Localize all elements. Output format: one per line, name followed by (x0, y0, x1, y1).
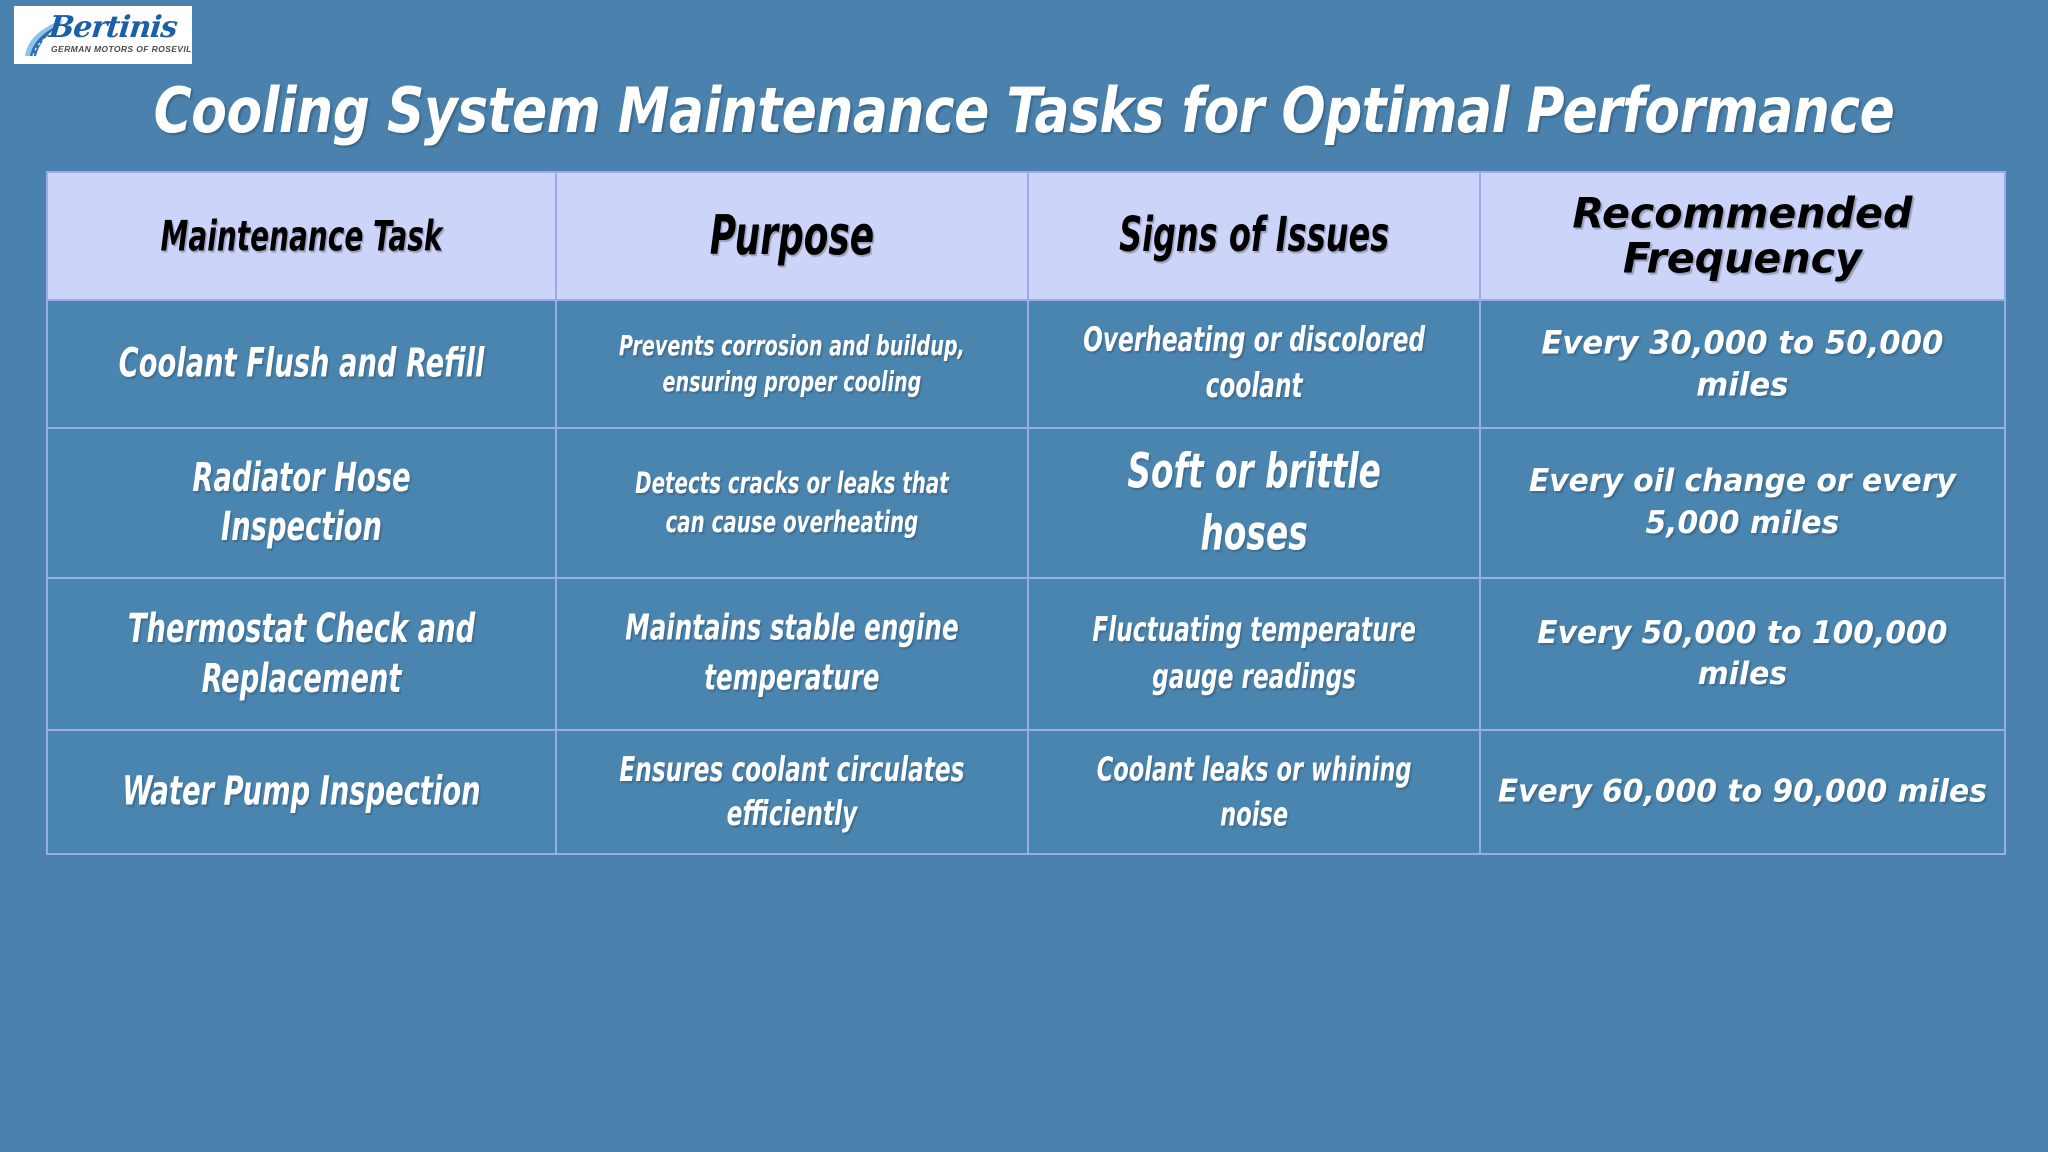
cell-recommended-frequency[interactable]: Every 30,000 to 50,000 miles (1479, 299, 2006, 429)
cell-recommended-frequency[interactable]: Every oil change or every 5,000 miles (1479, 427, 2006, 579)
logo-wordmark: Bertinis (47, 10, 179, 45)
cell-text: Ensures coolant circulates efficiently (619, 749, 965, 834)
cell-purpose[interactable]: Ensures coolant circulates efficiently (555, 729, 1029, 855)
column-header-purpose[interactable]: Purpose (555, 171, 1029, 301)
cell-signs-of-issues[interactable]: Fluctuating temperature gauge readings (1026, 577, 1482, 731)
column-header-label: Recommended Frequency (1572, 188, 1913, 283)
cell-maintenance-task[interactable]: Radiator Hose Inspection (45, 427, 558, 579)
table-body: Coolant Flush and Refill Prevents corros… (45, 299, 2006, 855)
cell-text: Every 50,000 to 100,000 miles (1537, 615, 1948, 692)
column-header-recommended-frequency[interactable]: Recommended Frequency (1479, 171, 2006, 301)
cell-signs-of-issues[interactable]: Soft or brittle hoses (1026, 427, 1482, 579)
cell-text: Water Pump Inspection (122, 768, 481, 815)
cell-maintenance-task[interactable]: Thermostat Check and Replacement (45, 577, 558, 731)
cell-text: Fluctuating temperature gauge readings (1092, 610, 1416, 697)
table-row: Coolant Flush and Refill Prevents corros… (45, 299, 2006, 429)
column-header-maintenance-task[interactable]: Maintenance Task (45, 171, 558, 301)
cell-text: Coolant Flush and Refill (118, 340, 485, 387)
table-head: Maintenance Task Purpose Signs of Issues… (45, 171, 2006, 301)
cell-signs-of-issues[interactable]: Coolant leaks or whining noise (1026, 729, 1482, 855)
cell-text: Soft or brittle hoses (1127, 443, 1381, 562)
logo-inner: Bertinis GERMAN MOTORS OF ROSEVILLE (19, 10, 192, 59)
table-row: Thermostat Check and Replacement Maintai… (45, 577, 2006, 731)
table-row: Radiator Hose Inspection Detects cracks … (45, 427, 2006, 579)
maintenance-table-wrapper: Maintenance Task Purpose Signs of Issues… (45, 171, 2006, 855)
cell-purpose[interactable]: Maintains stable engine temperature (555, 577, 1029, 731)
cell-purpose[interactable]: Prevents corrosion and buildup, ensuring… (555, 299, 1029, 429)
cell-text: Coolant leaks or whining noise (1096, 749, 1412, 833)
cell-signs-of-issues[interactable]: Overheating or discolored coolant (1026, 299, 1482, 429)
road-swoosh-icon (25, 20, 65, 57)
cell-text: Thermostat Check and Replacement (127, 606, 476, 702)
cell-recommended-frequency[interactable]: Every 50,000 to 100,000 miles (1479, 577, 2006, 731)
logo-tagline: GERMAN MOTORS OF ROSEVILLE (51, 44, 192, 54)
cell-purpose[interactable]: Detects cracks or leaks that can cause o… (555, 427, 1029, 579)
cell-text: Every 30,000 to 50,000 miles (1541, 323, 1944, 403)
cell-text: Every oil change or every 5,000 miles (1529, 463, 1957, 541)
page-title: Cooling System Maintenance Tasks for Opt… (153, 74, 1895, 147)
cell-text: Prevents corrosion and buildup, ensuring… (619, 329, 965, 398)
cell-text: Detects cracks or leaks that can cause o… (635, 465, 949, 539)
column-header-label: Signs of Issues (1119, 207, 1390, 264)
cell-recommended-frequency[interactable]: Every 60,000 to 90,000 miles (1479, 729, 2006, 855)
column-header-label: Maintenance Task (160, 211, 443, 261)
brand-logo: Bertinis GERMAN MOTORS OF ROSEVILLE (14, 6, 192, 64)
table-row: Water Pump Inspection Ensures coolant ci… (45, 729, 2006, 855)
cell-text: Every 60,000 to 90,000 miles (1498, 773, 1988, 810)
cell-maintenance-task[interactable]: Coolant Flush and Refill (45, 299, 558, 429)
cell-text: Radiator Hose Inspection (192, 455, 411, 550)
column-header-label: Purpose (709, 203, 875, 267)
cell-text: Overheating or discolored coolant (1083, 320, 1426, 406)
table-header-row: Maintenance Task Purpose Signs of Issues… (45, 171, 2006, 301)
column-header-signs-of-issues[interactable]: Signs of Issues (1026, 171, 1482, 301)
cell-text: Maintains stable engine temperature (625, 607, 959, 699)
maintenance-table: Maintenance Task Purpose Signs of Issues… (45, 171, 2006, 855)
cell-maintenance-task[interactable]: Water Pump Inspection (45, 729, 558, 855)
